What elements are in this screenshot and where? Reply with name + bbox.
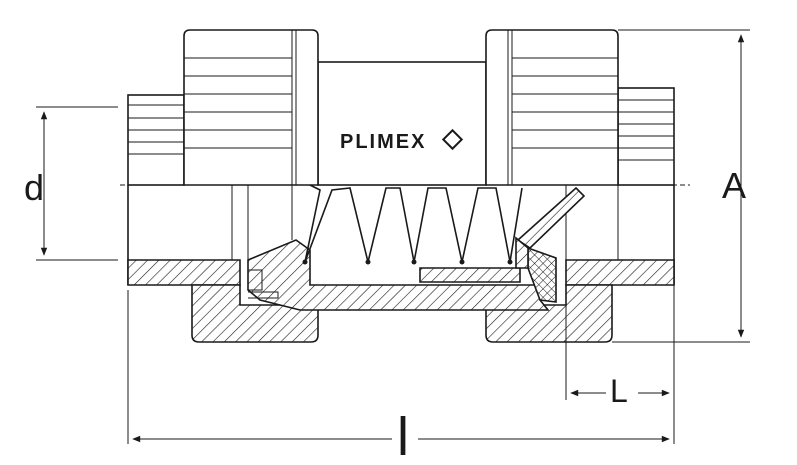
dimension-d: d: [24, 106, 118, 261]
brand-logo-text: PLIMEX: [340, 131, 426, 153]
brand-logo-diamond: [441, 128, 464, 151]
right-end-cap-ribs: [618, 99, 674, 161]
left-end-cap-ribs: [128, 104, 184, 155]
left-union-nut: [183, 29, 319, 186]
left-end-cap: [127, 94, 185, 186]
dimension-A: A: [612, 29, 750, 343]
valve-section-view: [127, 184, 675, 343]
dimension-L-label: L: [610, 373, 628, 409]
dimension-A-label: A: [722, 165, 746, 206]
spring-coil-ends: [302, 259, 513, 265]
right-pipe-wall-section: [565, 259, 675, 286]
right-union-nut-section: [485, 284, 613, 343]
central-body: [317, 61, 487, 186]
left-union-nut-grips: [183, 30, 297, 185]
dimension-d-label: d: [24, 167, 44, 208]
right-union-nut: [485, 29, 619, 186]
dimension-L: L: [565, 262, 675, 409]
dimension-l-label: l: [397, 407, 409, 465]
left-pipe-wall-section: [127, 259, 241, 286]
left-union-nut-section: [191, 284, 319, 343]
valve-seat-arm: [516, 186, 586, 250]
valve-seat-ring: [515, 236, 529, 269]
dimension-l: l: [127, 290, 675, 465]
valve-disc-section: [419, 267, 521, 283]
valve-spring: [304, 184, 523, 263]
right-union-nut-grips: [507, 30, 619, 185]
valve-exterior-view: PLIMEX: [127, 29, 675, 186]
